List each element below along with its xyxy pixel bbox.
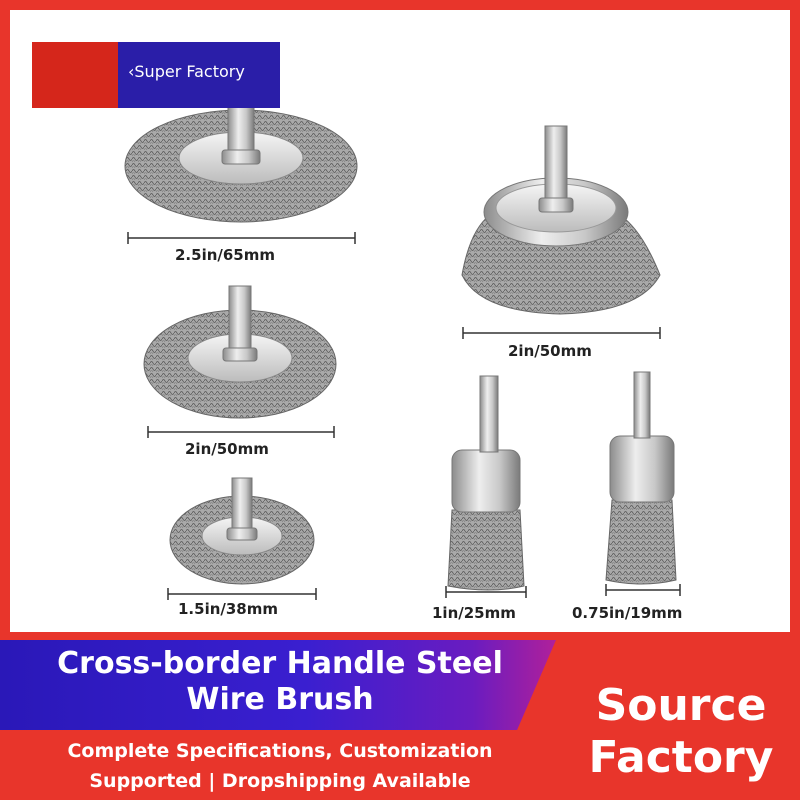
size-label-wheel-small: 1.5in/38mm (178, 600, 279, 618)
wheel-brush-small (167, 477, 317, 600)
size-label-end-075in: 0.75in/19mm (572, 604, 683, 622)
badge-super-factory: ‹Super Factory (118, 42, 280, 108)
badge-red-block (32, 42, 118, 108)
title-box (0, 640, 556, 730)
size-label-cup: 2in/50mm (508, 342, 592, 360)
end-brush-075in (605, 371, 681, 596)
size-label-wheel-large: 2.5in/65mm (175, 246, 276, 264)
size-label-wheel-medium: 2in/50mm (185, 440, 269, 458)
wheel-brush-large (124, 99, 358, 244)
product-title: Cross-border Handle Steel Wire Brush (57, 646, 503, 717)
end-brush-1in (445, 375, 527, 598)
size-label-end-1in: 1in/25mm (432, 604, 516, 622)
product-subtitle: Complete Specifications, Customization S… (10, 736, 550, 796)
subtitle-line-2: Supported | Dropshipping Available (89, 770, 471, 792)
source-line-2: Factory (588, 732, 774, 783)
product-illustration (124, 99, 681, 600)
cup-brush (461, 125, 661, 339)
subtitle-line-1: Complete Specifications, Customization (67, 740, 493, 762)
badge-text: ‹Super Factory (128, 62, 245, 81)
wheel-brush-medium (143, 285, 337, 438)
source-factory: Source Factory (566, 680, 796, 784)
source-line-1: Source (595, 680, 767, 731)
